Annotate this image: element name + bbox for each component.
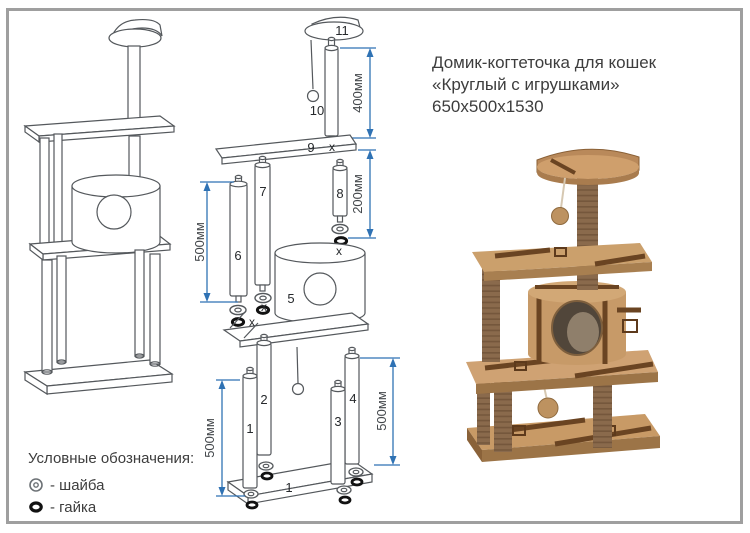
product-dimensions: 650x500x1530 — [432, 97, 544, 116]
washer-icon — [29, 478, 43, 492]
hole-mark: x — [329, 140, 335, 154]
dimension-500-bottom-right: 500мм — [360, 357, 400, 466]
part-4-post: 4 — [344, 346, 364, 487]
part-11-label: 11 — [335, 23, 349, 38]
assembled-base — [23, 359, 174, 396]
legend: Условные обозначения: - шайба - гайка — [28, 450, 194, 518]
house-entrance-hole — [96, 194, 132, 230]
dimension-500-middle: 500мм — [192, 181, 238, 303]
part-5-house: 5 x — [274, 242, 366, 324]
part-11-perch: 11 — [304, 16, 364, 41]
dim-500-left-label: 500мм — [202, 418, 217, 458]
washer-icon — [258, 461, 274, 471]
photo-top-perch — [536, 148, 640, 185]
part-7-label: 7 — [259, 184, 266, 199]
washer-icon — [254, 292, 272, 304]
product-title-line1: Домик-когтеточка для кошек — [432, 53, 657, 72]
toy-ball — [291, 382, 305, 396]
dim-500-mid-label: 500мм — [192, 222, 207, 262]
toy-ball — [306, 89, 320, 103]
assembled-house — [71, 174, 161, 254]
part-9-label: 9 — [307, 140, 314, 155]
part-4-label: 4 — [349, 391, 356, 406]
washer-icon — [348, 467, 364, 477]
nut-icon — [338, 495, 352, 505]
product-photo — [466, 148, 660, 462]
washer-icon — [331, 223, 349, 235]
house-entrance-hole — [303, 272, 337, 306]
photo-house — [528, 281, 641, 365]
photo-left-post — [482, 268, 500, 362]
part-2-label: 2 — [260, 392, 267, 407]
dimension-200: 200мм — [348, 149, 376, 239]
dim-200-label: 200мм — [350, 174, 365, 214]
house-board: x x — [222, 300, 370, 396]
nut-icon — [29, 501, 43, 513]
dimension-500-bottom-left: 500мм — [202, 379, 245, 497]
washer-label: - шайба — [50, 476, 105, 494]
part-6-label: 6 — [234, 248, 241, 263]
hole-mark: x — [249, 315, 255, 329]
assembled-shelf — [23, 115, 176, 144]
product-title: Домик-когтеточка для кошек «Круглый с иг… — [432, 52, 656, 118]
dim-500-right-label: 500мм — [374, 391, 389, 431]
sheet-border — [6, 8, 743, 524]
washer-icon — [229, 304, 247, 316]
part-10-toy: 10 — [306, 39, 324, 118]
toy-string — [296, 346, 299, 384]
legend-item-nut: - гайка — [28, 496, 194, 518]
part-1-label: 1 — [246, 421, 253, 436]
part-5-label: 5 — [287, 291, 294, 306]
dim-400-label: 400мм — [350, 73, 365, 113]
part-3-label: 3 — [334, 414, 341, 429]
legend-heading: Условные обозначения: — [28, 450, 195, 467]
assembled-top-post — [127, 45, 141, 123]
washer-icon — [243, 489, 259, 499]
base-label: 1 — [285, 480, 292, 495]
part-8-post: 8 — [331, 158, 349, 246]
hole-mark: x — [336, 244, 342, 258]
assembled-left-posts — [39, 133, 63, 251]
legend-item-washer: - шайба — [28, 474, 194, 496]
assembled-drawing — [23, 18, 176, 396]
part-6-post: 6 — [229, 174, 248, 327]
photo-toy-ball-upper — [551, 177, 569, 225]
part-10-label: 10 — [310, 103, 324, 118]
nut-label: - гайка — [50, 498, 97, 516]
nut-icon — [260, 471, 274, 481]
exploded-diagram: 11 10 400мм 9 x 200мм — [192, 16, 400, 510]
top-post — [324, 36, 339, 143]
nut-icon — [255, 305, 271, 315]
assembled-top-perch — [108, 18, 163, 48]
nut-icon — [350, 477, 364, 487]
photo-shelf — [472, 243, 652, 281]
hole-mark: x — [261, 300, 267, 314]
washer-icon — [336, 485, 352, 495]
dimension-400: 400мм — [340, 47, 376, 139]
part-7-post: 7 — [254, 155, 272, 315]
part-2-post: 2 — [256, 333, 274, 481]
nut-icon — [230, 317, 246, 327]
part-8-label: 8 — [336, 186, 343, 201]
part-3-post: 3 — [330, 379, 352, 505]
part-1-post: 1 — [242, 366, 259, 510]
nut-icon — [245, 500, 259, 510]
product-title-line2: «Круглый с игрушками» — [432, 75, 620, 94]
assembled-bottom-posts — [41, 249, 161, 375]
part-9-board: 9 x — [214, 134, 358, 165]
